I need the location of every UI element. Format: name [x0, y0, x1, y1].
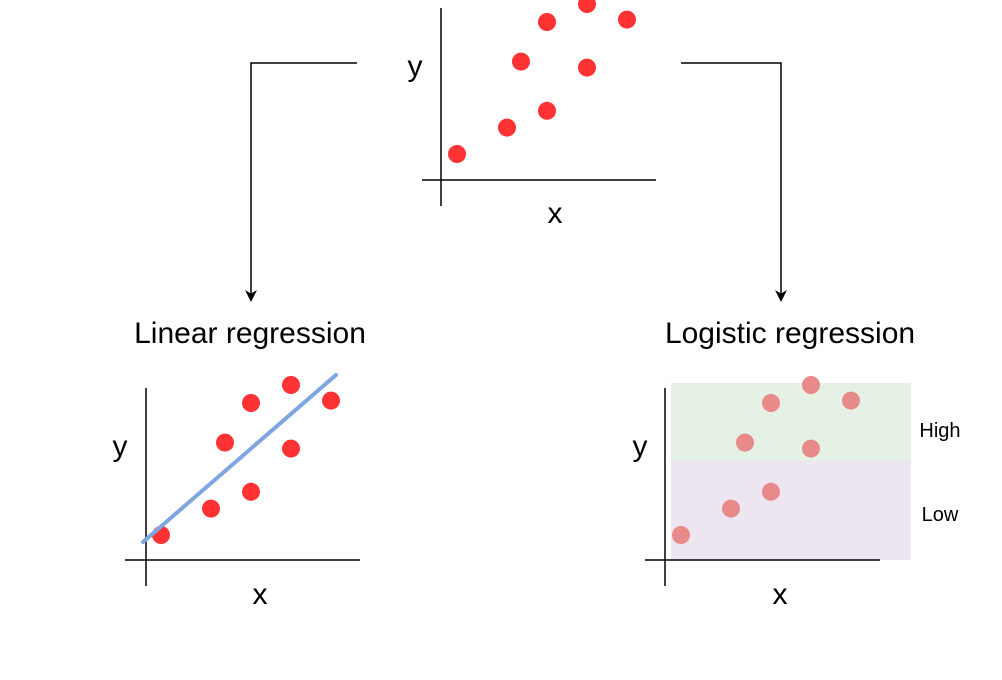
logistic-point-2 [722, 499, 740, 518]
low-region [671, 461, 911, 560]
source-point-5 [538, 13, 556, 31]
source-x-axis-label: x [548, 197, 563, 230]
linear-point-7 [282, 376, 300, 394]
low-region-label: Low [922, 504, 959, 526]
linear-point-3 [216, 433, 234, 452]
logistic-point-7 [802, 376, 820, 394]
source-point-2 [498, 118, 516, 137]
right-connector-arrow [681, 62, 787, 302]
source-point-3 [512, 52, 530, 71]
high-region-label: High [919, 420, 960, 442]
linear-point-2 [202, 499, 220, 518]
source-point-8 [618, 10, 636, 29]
logistic-point-6 [802, 439, 820, 458]
logistic-point-5 [762, 394, 780, 412]
source-point-1 [448, 145, 466, 163]
linear-points [152, 376, 340, 544]
source-scatter-plot: y x [408, 0, 656, 230]
source-points [448, 0, 636, 163]
linear-fit-line [141, 373, 338, 544]
linear-x-axis-label: x [253, 578, 268, 611]
logistic-x-axis-label: x [773, 578, 788, 611]
logistic-y-axis-label: y [633, 430, 648, 463]
high-region [671, 383, 911, 461]
logistic-regression-title: Logistic regression [665, 317, 915, 350]
linear-point-5 [242, 394, 260, 412]
source-y-axis-label: y [408, 50, 423, 83]
linear-y-axis-label: y [113, 430, 128, 463]
logistic-point-1 [672, 526, 690, 544]
source-point-6 [578, 58, 596, 77]
logistic-points [672, 376, 860, 544]
linear-regression-title: Linear regression [134, 317, 366, 350]
linear-point-8 [322, 391, 340, 410]
linear-point-4 [242, 482, 260, 501]
source-point-4 [538, 101, 556, 120]
logistic-point-3 [736, 433, 754, 452]
logistic-point-4 [762, 482, 780, 501]
left-connector-arrow [245, 62, 357, 302]
linear-point-6 [282, 439, 300, 458]
source-point-7 [578, 0, 596, 13]
logistic-regression-plot: y x High Low [633, 376, 961, 611]
linear-regression-plot: y x [113, 373, 360, 611]
logistic-point-8 [842, 391, 860, 410]
